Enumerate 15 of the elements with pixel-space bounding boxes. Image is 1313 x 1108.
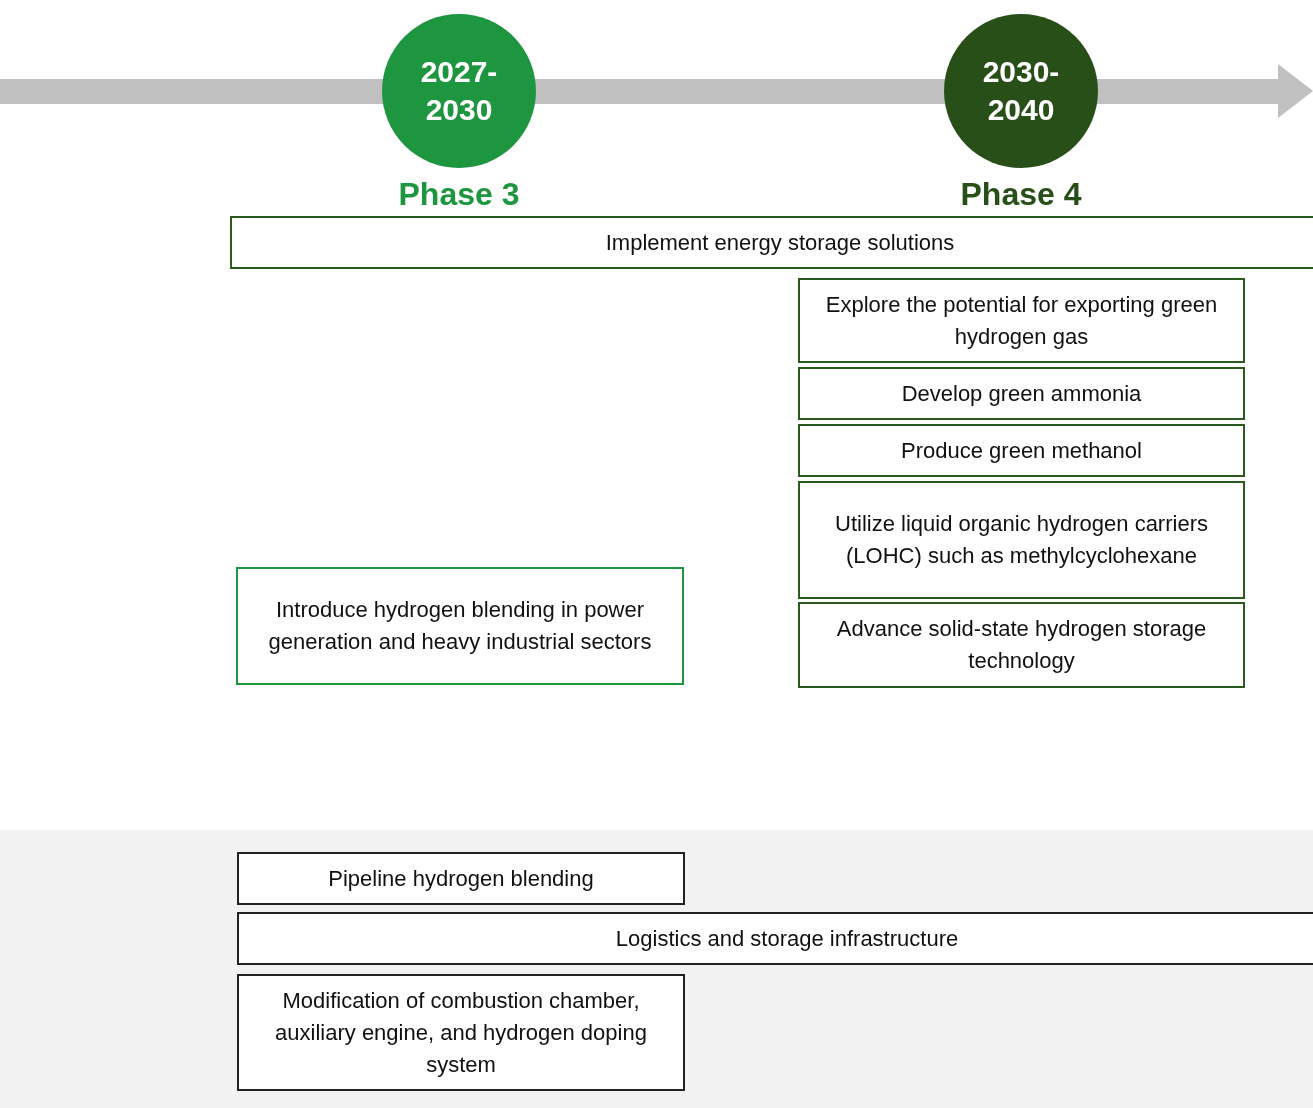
phase-label: Phase 3: [397, 175, 521, 214]
step-box: Develop green ammonia: [798, 367, 1245, 420]
step-box: Logistics and storage infrastructure: [237, 912, 1313, 965]
step-box: Pipeline hydrogen blending: [237, 852, 685, 905]
phase-label: Phase 4: [959, 175, 1083, 214]
step-box: Utilize liquid organic hydrogen carriers (LOHC) such as methylcyclohexane: [798, 481, 1245, 599]
step-box: Implement energy storage solutions: [230, 216, 1313, 269]
year-circle: 2027- 2030: [382, 14, 536, 168]
step-box: Advance solid-state hydrogen storage technology: [798, 602, 1245, 688]
year-circle: 2030- 2040: [944, 14, 1098, 168]
step-box: Introduce hydrogen blending in power generation and heavy industrial sectors: [236, 567, 684, 685]
background-band: [0, 830, 1313, 1108]
step-box: Explore the potential for exporting green hydrogen gas: [798, 278, 1245, 363]
step-box: Modification of combustion chamber, auxiliary engine, and hydrogen doping system: [237, 974, 685, 1091]
step-box: Produce green methanol: [798, 424, 1245, 477]
